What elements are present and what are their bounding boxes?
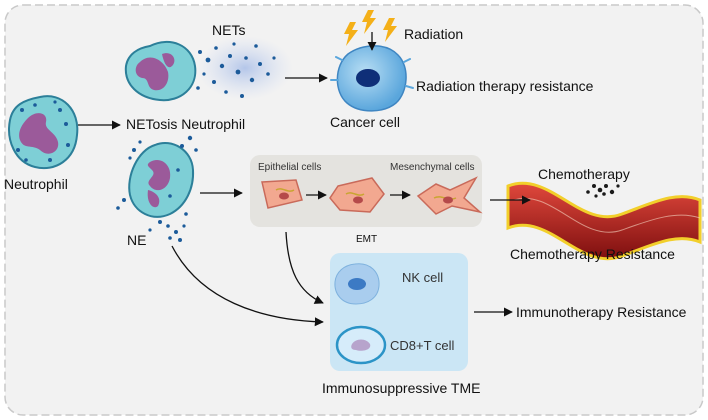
emt-label: EMT bbox=[356, 234, 378, 245]
chemotherapy-label: Chemotherapy bbox=[538, 166, 630, 182]
ne-label: NE bbox=[127, 232, 147, 248]
nk-cell-label: NK cell bbox=[402, 270, 444, 285]
chemotherapy-resistance-label: Chemotherapy Resistance bbox=[510, 246, 675, 262]
cd8-t-cell-label: CD8+T cell bbox=[390, 338, 455, 353]
immunosuppressive-tme-label: Immunosuppressive TME bbox=[322, 380, 481, 396]
mesenchymal-cells-label: Mesenchymal cells bbox=[390, 162, 475, 173]
cancer-cell-icon bbox=[330, 45, 414, 112]
immunotherapy-resistance-label: Immunotherapy Resistance bbox=[516, 304, 687, 320]
blood-vessel-icon bbox=[506, 181, 702, 261]
netosis-neutrophil-icon bbox=[124, 36, 293, 102]
epithelial-cells-label: Epithelial cells bbox=[258, 162, 322, 173]
arrows bbox=[78, 32, 531, 327]
emt-cells-icon bbox=[261, 176, 483, 215]
netosis-neutrophil-label: NETosis Neutrophil bbox=[126, 116, 246, 132]
neutrophil-label: Neutrophil bbox=[4, 176, 68, 192]
neutrophil-icon bbox=[8, 95, 79, 170]
ne-neutrophil-icon bbox=[116, 135, 198, 242]
radiation-label: Radiation bbox=[404, 26, 464, 42]
radiation-resistance-label: Radiation therapy resistance bbox=[416, 78, 594, 94]
t-cell-icon bbox=[335, 325, 387, 365]
nk-cell-icon bbox=[334, 263, 380, 305]
cancer-cell-label: Cancer cell bbox=[330, 114, 401, 130]
nets-label: NETs bbox=[212, 22, 246, 38]
lightning-icon bbox=[344, 10, 397, 46]
